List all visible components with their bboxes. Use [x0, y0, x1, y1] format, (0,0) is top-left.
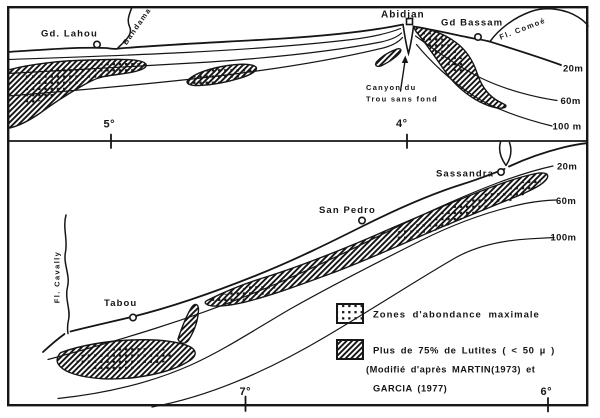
- abundance-core-east: [416, 30, 466, 73]
- coastline-east: [412, 25, 562, 66]
- legend: Zones d'abondance maximale Plus de 75% d…: [336, 303, 555, 394]
- lon-label-4: 4°: [396, 118, 408, 130]
- bottom-panel: Sassandra San Pedro Tabou Fl. Cavally 20…: [42, 141, 588, 413]
- depth-label-100m-top: 100 m: [553, 122, 582, 133]
- coastline-east-of-sassandra: [508, 142, 588, 168]
- river-cavally: [64, 214, 70, 335]
- coastline-west: [7, 23, 404, 53]
- legend-credit-line1: (Modifié d'après MARTIN(1973) et: [366, 365, 535, 375]
- figure-border: [6, 5, 589, 407]
- coastline-west-of-cavally: [42, 333, 66, 353]
- place-label-tabou: Tabou: [104, 298, 137, 309]
- depth-label-20m-top: 20m: [563, 64, 583, 75]
- canyon-label-line2: Trou sans fond: [366, 95, 438, 104]
- river-label-cavally: Fl. Cavally: [53, 251, 62, 304]
- lutite-zones-bottom: [56, 172, 549, 380]
- place-label-sassandra: Sassandra: [436, 169, 494, 180]
- river-label-comoe: Fl. Comoé: [498, 16, 547, 42]
- legend-credit-line2: GARCIA (1977): [373, 384, 447, 394]
- lon-label-7: 7°: [240, 386, 252, 398]
- contour-100m-bottom: [151, 236, 555, 408]
- legend-swatch-lutites-icon: [336, 339, 364, 360]
- city-marker-gd-bassam: [473, 32, 482, 41]
- abundance-core-band-mid: [394, 190, 508, 242]
- place-label-abidjan: Abidjan: [381, 10, 425, 21]
- contour-100m-west: [7, 36, 404, 97]
- depth-label-20m-bottom: 20m: [557, 162, 577, 173]
- river-comoe: [489, 8, 589, 43]
- depth-label-100m-bottom: 100m: [551, 233, 577, 244]
- lutite-sliver-west-of-canyon: [374, 48, 402, 68]
- city-marker-abidjan: [405, 17, 414, 26]
- canyon-trou-sans-fond: [402, 23, 415, 57]
- lutite-band-west-tip: [177, 303, 200, 344]
- place-label-san-pedro: San Pedro: [319, 205, 376, 216]
- river-sassandra: [498, 141, 512, 167]
- depth-label-60m-bottom: 60m: [556, 196, 576, 207]
- legend-label-lutites: Plus de 75% de Lutites ( < 50 µ ): [373, 346, 555, 357]
- lon-label-6: 6°: [541, 386, 553, 398]
- legend-label-abundance: Zones d'abondance maximale: [373, 310, 540, 321]
- city-marker-tabou: [129, 313, 138, 322]
- abundance-core-band-sw: [210, 283, 276, 305]
- abundance-core-band-ne: [481, 178, 541, 206]
- city-marker-san-pedro: [357, 216, 366, 225]
- legend-swatch-abundance-icon: [336, 303, 364, 324]
- canyon-arrowhead-icon: [401, 55, 409, 63]
- lon-label-5: 5°: [104, 119, 116, 131]
- lutite-zones-top: [7, 25, 507, 130]
- place-label-gd-lahou: Gd. Lahou: [41, 29, 98, 40]
- abundance-core-west: [22, 62, 144, 104]
- contour-60m-bottom: [57, 199, 557, 400]
- top-panel: Gd. Lahou Bandama Abidjan Gd Bassam Fl. …: [7, 6, 589, 149]
- abundance-core-central: [187, 64, 257, 86]
- contour-20m-west: [7, 27, 402, 61]
- canyon-label-line1: Canyon du: [366, 83, 416, 92]
- canyon-arrow: [399, 60, 406, 92]
- river-label-bandama: Bandama: [121, 6, 153, 47]
- place-label-gd-bassam: Gd Bassam: [441, 18, 503, 29]
- abundance-core-band-west: [76, 347, 174, 371]
- city-marker-sassandra: [496, 168, 505, 177]
- river-bandama: [116, 6, 133, 50]
- depth-label-60m-top: 60m: [561, 96, 581, 107]
- city-marker-gd-lahou: [93, 40, 102, 49]
